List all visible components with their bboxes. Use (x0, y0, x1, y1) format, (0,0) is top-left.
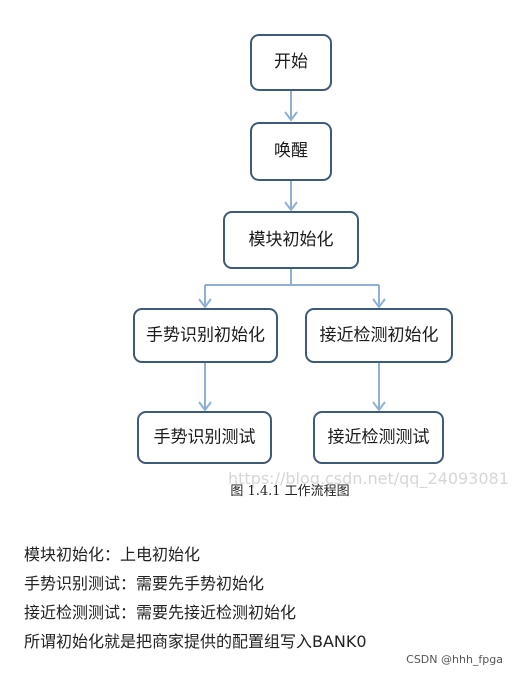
csdn-credit: CSDN @hhh_fpga (406, 653, 503, 666)
diagram-caption: 图 1.4.1 工作流程图 (230, 484, 349, 499)
node-gesture-test-label: 手势识别测试 (154, 428, 256, 448)
watermark-url: https://blog.csdn.net/qq_24093081 (228, 469, 509, 489)
node-module-init-label: 模块初始化 (249, 230, 334, 250)
node-proximity-test: 接近检测测试 (313, 411, 444, 464)
arrowhead-wakeup (284, 111, 298, 122)
arrowhead-proximity-init (372, 298, 386, 309)
node-wakeup-label: 唤醒 (274, 141, 308, 161)
notes-list: 模块初始化：上电初始化 手势识别测试：需要先手势初始化 接近检测测试：需要先接近… (24, 540, 504, 656)
note-item-proximity-test: 接近检测测试：需要先接近检测初始化 (24, 603, 297, 622)
node-gesture-init-label: 手势识别初始化 (146, 326, 265, 346)
note-item-module-init: 模块初始化：上电初始化 (24, 545, 201, 564)
node-start-label: 开始 (274, 52, 308, 72)
node-gesture-test: 手势识别测试 (137, 411, 272, 464)
arrowhead-module-init (284, 201, 298, 212)
note-item-init-definition: 所谓初始化就是把商家提供的配置组写入BANK0 (24, 632, 367, 651)
node-proximity-init: 接近检测初始化 (305, 308, 453, 363)
node-gesture-init: 手势识别初始化 (133, 308, 278, 363)
flowchart-edges (198, 90, 386, 412)
node-wakeup: 唤醒 (250, 122, 332, 181)
node-proximity-test-label: 接近检测测试 (328, 428, 430, 448)
arrowhead-proximity-test (372, 401, 386, 412)
arrowhead-gesture-init (198, 298, 212, 309)
flowchart: 开始 唤醒 模块初始化 手势识别初始化 接近检测初始化 手势识别测试 接近检测测… (133, 34, 509, 499)
node-proximity-init-label: 接近检测初始化 (320, 326, 439, 346)
note-item-gesture-test: 手势识别测试：需要先手势初始化 (24, 574, 265, 593)
node-start: 开始 (250, 34, 332, 91)
arrowhead-gesture-test (198, 401, 212, 412)
node-module-init: 模块初始化 (223, 211, 359, 269)
edge-module-init-branch (205, 268, 379, 286)
